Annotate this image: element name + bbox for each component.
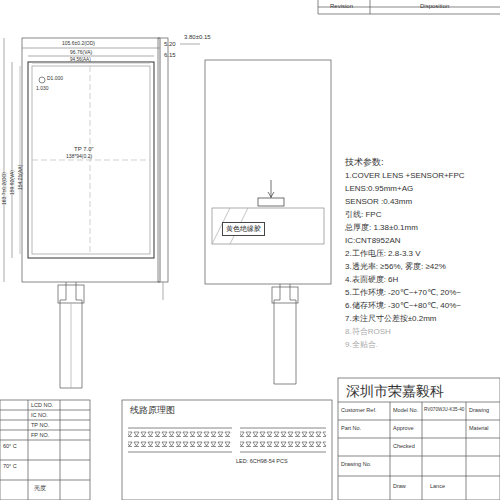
drawing-label: 总厚度: 1.38±0.1mm xyxy=(345,224,418,233)
drawing-label: Lance xyxy=(430,483,445,489)
drawing-label: 159.92(VA) xyxy=(10,170,16,195)
drawing-label: 138*94(0.2) xyxy=(66,154,92,160)
drawing-label: Material xyxy=(469,425,489,431)
drawing-label: SENSOR :0.43mm xyxy=(345,198,412,207)
drawing-label: Approve xyxy=(393,425,414,431)
drawing-label: 线路原理图 xyxy=(130,406,175,416)
drawing-label: TP NO. xyxy=(31,422,49,428)
drawing-label: 1.030 xyxy=(36,86,49,92)
drawing-label: LED: 6CH98-54 PCS xyxy=(236,458,288,464)
insulation-tape-box: 黄色绝缘胶 xyxy=(222,222,265,236)
drawing-label: Disposition xyxy=(420,3,449,10)
drawing-label: D1.000 xyxy=(47,76,63,82)
drawing-label: 3.80±0.15 xyxy=(184,34,211,41)
drawing-label: Drawing No. xyxy=(341,461,371,467)
drawing-label: LENS:0.95mm+AG xyxy=(345,185,413,194)
drawing-label: 5.20 xyxy=(164,41,176,48)
drawing-label: Part No. xyxy=(341,425,361,431)
drawing-label: 3.透光率: ≥56%, 雾度: ≥42% xyxy=(345,263,446,272)
drawing-label: 163.7±0.2(OD) xyxy=(2,172,8,205)
drawing-label: 6.储存环境: -30℃~+80℃, 40%~ xyxy=(345,302,461,311)
drawing-label: 7.未注尺寸公差按±0.2mm xyxy=(345,315,437,324)
drawing-label: Draw xyxy=(393,483,406,489)
drawing-label: 5.工作环境: -20℃~+70℃, 20%~ xyxy=(345,289,461,298)
drawing-label: Checked xyxy=(393,443,415,449)
drawing-label: 94.56(AA) xyxy=(70,57,91,62)
drawing-label: 4.表面硬度: 6H xyxy=(345,276,398,285)
drawing-label: 9.全贴合. xyxy=(345,341,378,350)
drawing-label: 154.21(AA) xyxy=(18,165,24,190)
node-text: 黄色绝缘胶 xyxy=(226,225,261,232)
drawing-label: Revision xyxy=(330,3,353,10)
drawing-label: TP 7.0" xyxy=(74,146,94,153)
drawing-label: Customer Ref. xyxy=(341,407,376,413)
drawing-label: IC:CNT8952AN xyxy=(345,237,401,246)
drawing-label: LCD NO. xyxy=(31,402,53,408)
drawing-label: 亮度 xyxy=(34,485,46,492)
drawing-label: 70° C xyxy=(3,463,17,469)
drawing-label: 6.15 xyxy=(164,52,176,59)
drawing-label: 深圳市荣嘉毅科 xyxy=(346,384,444,399)
drawing-label: 2.工作电压: 2.8-3.3 V xyxy=(345,250,421,259)
drawing-label: Drawing xyxy=(469,407,489,413)
drawing-label: 技术参数: xyxy=(345,158,384,168)
drawing-label: FP NO. xyxy=(31,432,49,438)
drawing-label: Model No. xyxy=(393,407,418,413)
drawing-label: 1.COVER LENS +SENSOR+FPC xyxy=(345,172,465,181)
drawing-label: 8.符合ROSH xyxy=(345,328,391,337)
drawing-label: 96.76(VA) xyxy=(70,50,92,56)
drawing-label: 60° C xyxy=(3,443,17,449)
drawing-label: 引线: FPC xyxy=(345,211,381,220)
drawing-label: 105.6±0.2(OD) xyxy=(62,41,95,47)
drawing-label: IC NO. xyxy=(31,412,48,418)
drawing-label: RV070WJU-K35-40 xyxy=(424,407,464,412)
